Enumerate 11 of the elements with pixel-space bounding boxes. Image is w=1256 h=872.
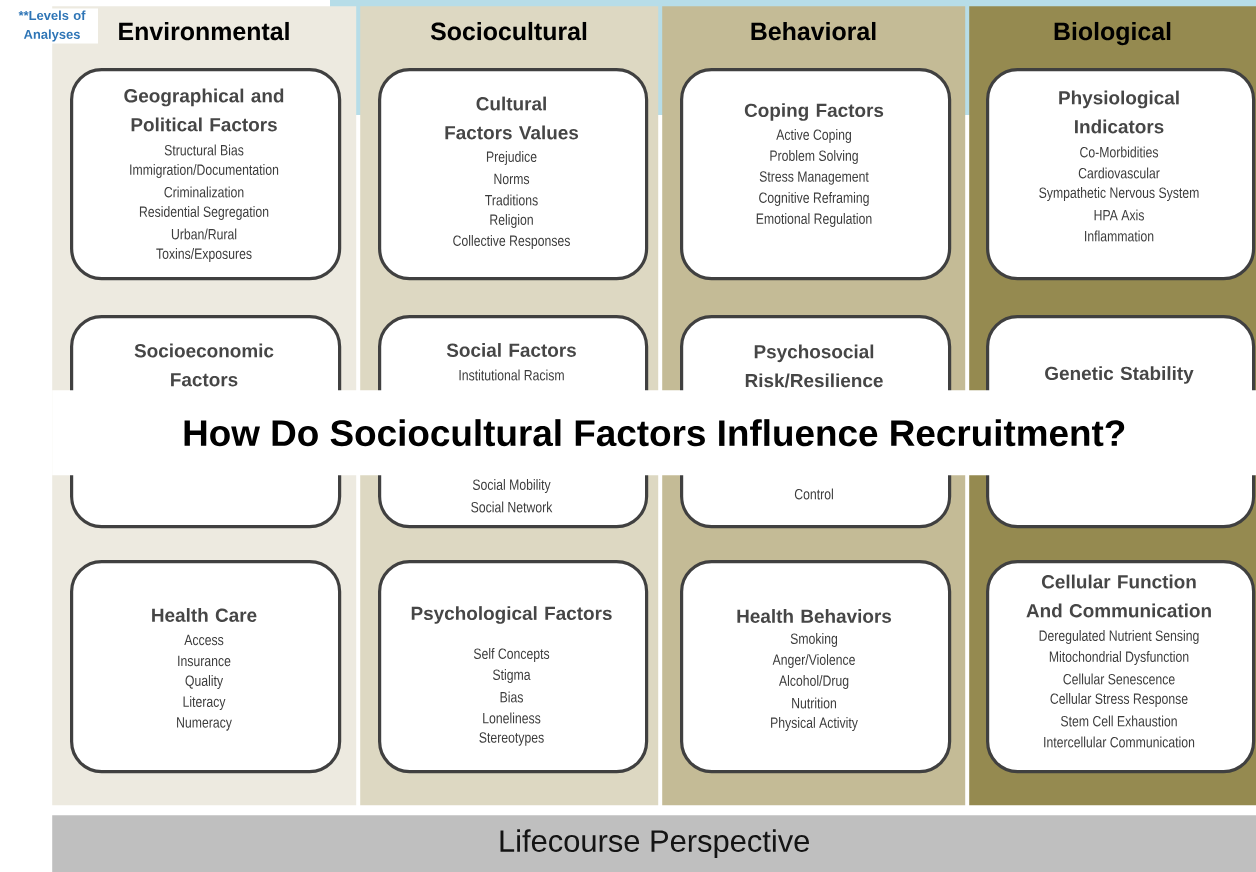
title-banner: How Do Sociocultural Factors Influence Recruitment? [52,390,1256,476]
factor-box: Health Care Access Insurance Quality Literacy Numeracy [70,560,342,774]
factor-box: Cultural Factors Values Prejudice Norms Traditions Religion Collective Responses [378,68,649,281]
corner-note: **Levels of Analyses [6,8,98,44]
factor-box: Coping Factors Active Coping Problem Solving Stress Management Cognitive Reframing Emotional Regulation [680,68,952,281]
factor-box: Cellular Function And Communication Deregulated Nutrient Sensing Mitochondrial Dysfunction Cellular Senescence Cellular Stress Response Stem Cell Exhaustion Intercellular Communication [986,560,1256,774]
factor-box: Physiological Indicators Co-Morbidities Cardiovascular Sympathetic Nervous System HPA Axis Inflammation [986,68,1256,281]
factor-box: Psychological Factors Self Concepts Stigma Bias Loneliness Stereotypes [378,560,649,774]
factor-box: Health Behaviors Smoking Anger/Violence Alcohol/Drug Nutrition Physical Activity [680,560,952,774]
factor-box: Geographical and Political Factors Structural Bias Immigration/Documentation Criminalization Residential Segregation Urban/Rural Toxins/Exposures [70,68,342,281]
lifecourse-band: Lifecourse Perspective [52,815,1256,872]
